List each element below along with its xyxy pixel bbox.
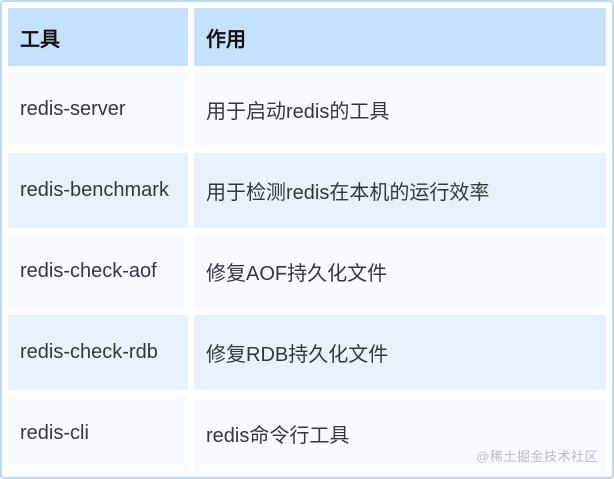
tool-purpose-cell: 修复RDB持久化文件 (194, 315, 606, 390)
tool-name-cell: redis-check-rdb (8, 315, 188, 390)
tool-purpose-cell: redis命令行工具 (194, 396, 606, 471)
column-header-tool: 工具 (8, 8, 188, 66)
tool-purpose-cell: 修复AOF持久化文件 (194, 234, 606, 309)
table-row: redis-server 用于启动redis的工具 (8, 72, 606, 147)
table-row: redis-cli redis命令行工具 (8, 396, 606, 471)
tool-name-cell: redis-server (8, 72, 188, 147)
column-header-purpose: 作用 (194, 8, 606, 66)
tool-name-cell: redis-check-aof (8, 234, 188, 309)
tool-purpose-cell: 用于检测redis在本机的运行效率 (194, 153, 606, 228)
table-row: redis-check-rdb 修复RDB持久化文件 (8, 315, 606, 390)
tool-name-cell: redis-benchmark (8, 153, 188, 228)
table-header-row: 工具 作用 (8, 8, 606, 66)
table-row: redis-check-aof 修复AOF持久化文件 (8, 234, 606, 309)
table-row: redis-benchmark 用于检测redis在本机的运行效率 (8, 153, 606, 228)
tool-purpose-cell: 用于启动redis的工具 (194, 72, 606, 147)
tool-name-cell: redis-cli (8, 396, 188, 471)
